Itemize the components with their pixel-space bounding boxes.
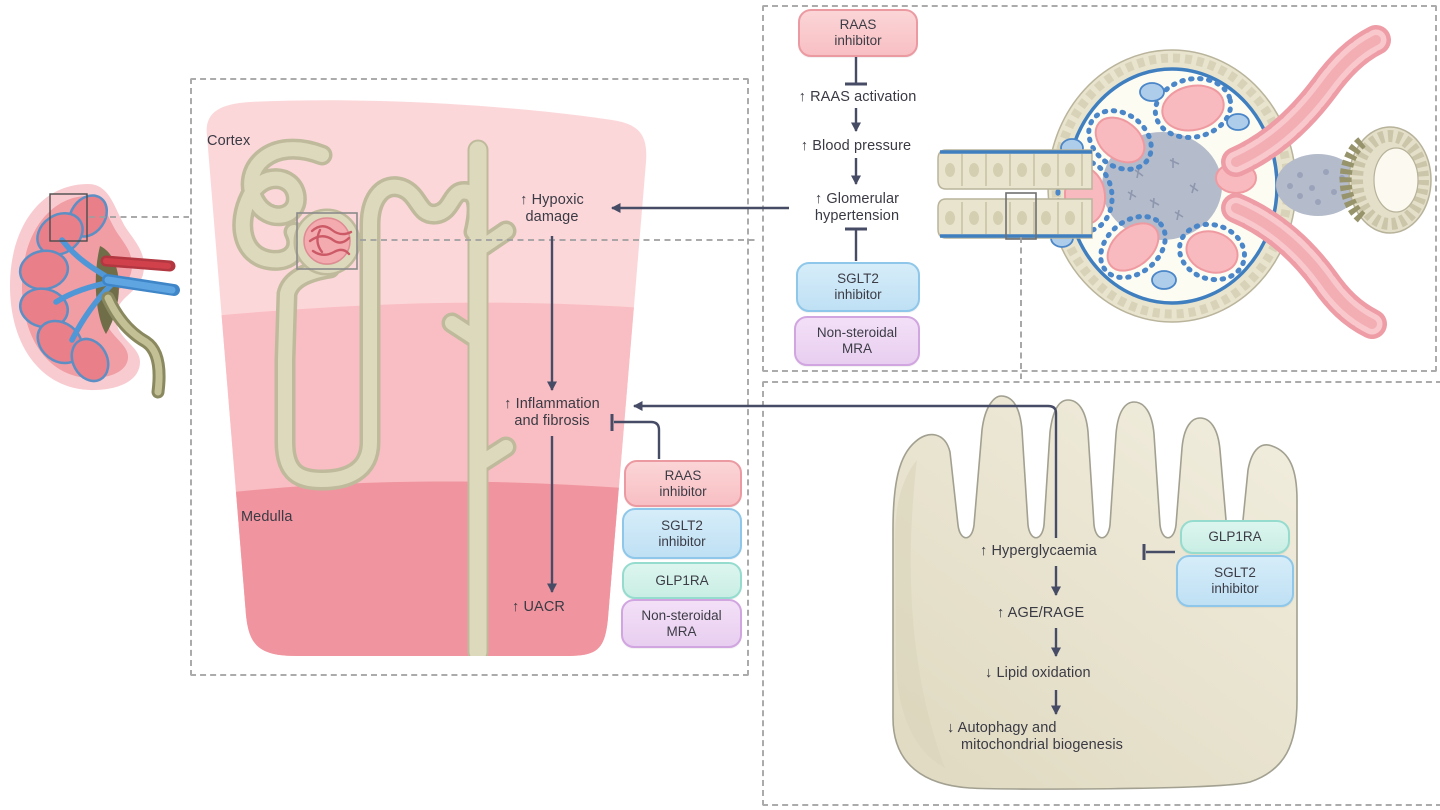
inhibit-sglt2-hypertension xyxy=(845,227,867,261)
raas-activation-label: ↑ RAAS activation xyxy=(798,89,917,105)
tubule-panel-box xyxy=(762,381,1440,806)
kidney-zoom-selection-rect xyxy=(49,193,88,242)
glp1ra-pill-tubule: GLP1RA xyxy=(1180,520,1290,554)
hypoxic-damage-label: ↑ Hypoxic damage xyxy=(520,192,584,225)
proximal-tubule-bands xyxy=(937,149,1093,239)
inhibit-drugs-fibrosis xyxy=(610,414,661,459)
hyperglycaemia-label: ↑ Hyperglycaemia xyxy=(980,543,1097,559)
raas-inhibitor-pill-nephron: RAAS inhibitor xyxy=(624,460,742,507)
sglt2-inhibitor-pill-tubule: SGLT2 inhibitor xyxy=(1176,555,1294,607)
dashed-connectors xyxy=(89,216,1022,379)
age-rage-label: ↑ AGE/RAGE xyxy=(997,605,1085,621)
lipid-oxidation-label: ↓ Lipid oxidation xyxy=(985,665,1091,681)
inhibit-drugs-hyperglycaemia xyxy=(1142,544,1175,560)
raas-inhibitor-pill-glomerulus: RAAS inhibitor xyxy=(798,9,918,57)
tubule-cell-dividers xyxy=(961,154,1083,234)
distal-tubule-ring xyxy=(1339,126,1432,234)
nonsteroidal-mra-pill-glomerulus: Non-steroidal MRA xyxy=(794,316,920,366)
arrow-hyperglycaemia-to-inflammation xyxy=(633,401,1058,538)
proximal-tubule-cell-illustration xyxy=(892,395,1298,790)
glomerulus-panel-box xyxy=(762,5,1437,372)
tubule-cell-body xyxy=(892,395,1298,790)
sglt2-inhibitor-pill-glomerulus: SGLT2 inhibitor xyxy=(796,262,920,312)
tubule-cell-shading xyxy=(895,460,945,768)
glomerulus-detail-illustration xyxy=(937,25,1432,339)
nephron-panel-box xyxy=(190,78,749,676)
autophagy-label: ↓ Autophagy and mitochondrial biogenesis xyxy=(947,720,1123,753)
nonsteroidal-mra-pill-nephron: Non-steroidal MRA xyxy=(621,599,742,648)
inflammation-fibrosis-label: ↑ Inflammation and fibrosis xyxy=(504,396,600,429)
blood-pressure-label: ↑ Blood pressure xyxy=(800,138,912,154)
ureter xyxy=(101,291,166,399)
tubule-cell-nuclei xyxy=(945,163,1075,225)
renal-artery xyxy=(100,255,176,272)
macula-densa-cells xyxy=(1339,137,1366,223)
afferent-arteriole xyxy=(1221,25,1391,177)
glp1ra-pill-nephron: GLP1RA xyxy=(622,562,742,599)
kidney-cross-section-illustration xyxy=(10,184,180,399)
juxtaglomerular-cells xyxy=(1276,154,1360,216)
glomerular-hypertension-label: ↑ Glomerular hypertension xyxy=(814,191,900,224)
flow-connectors xyxy=(547,53,1175,715)
nephron-tissue-illustration xyxy=(206,100,647,657)
inner-medulla-band xyxy=(206,481,647,657)
medulla-label: Medulla xyxy=(241,509,293,525)
cortex-label: Cortex xyxy=(207,133,251,149)
nephron-glomerulus xyxy=(293,208,361,276)
sglt2-inhibitor-pill-nephron: SGLT2 inhibitor xyxy=(622,508,742,559)
glomerulus-zoom-selection-rect xyxy=(296,212,358,270)
efferent-arteriole xyxy=(1221,193,1387,339)
renal-vein xyxy=(102,274,180,296)
inhibit-raas-inhibitor xyxy=(845,53,867,86)
uacr-label: ↑ UACR xyxy=(512,599,565,615)
